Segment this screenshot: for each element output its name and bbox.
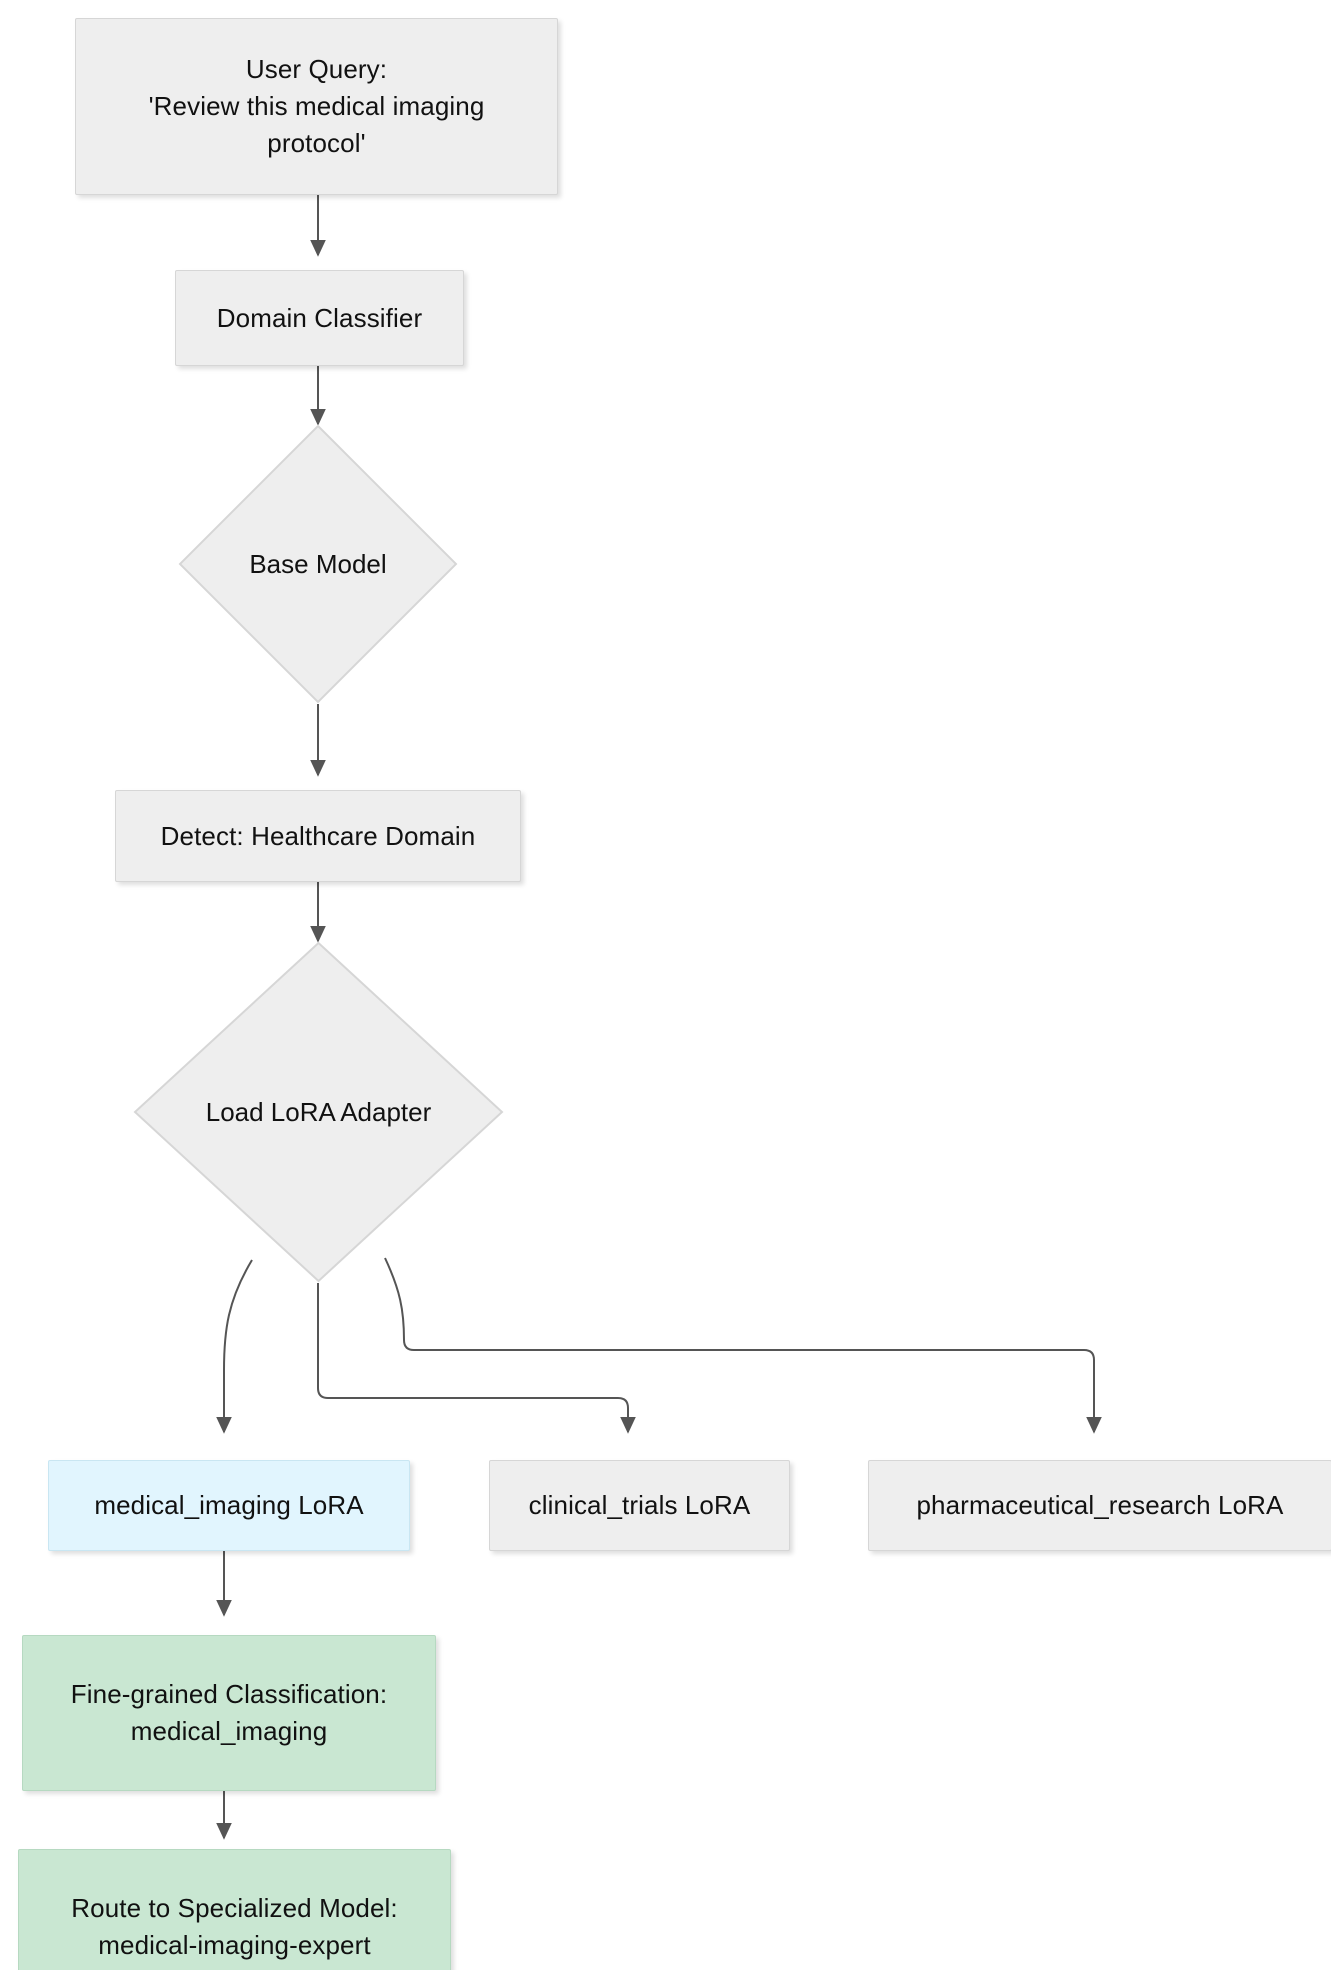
- node-medical-imaging-lora[interactable]: medical_imaging LoRA: [48, 1460, 410, 1551]
- node-pharmaceutical-research-lora[interactable]: pharmaceutical_research LoRA: [868, 1460, 1331, 1551]
- node-domain-classifier[interactable]: Domain Classifier: [175, 270, 464, 366]
- edge-load-lora-adapter-to-pharmaceutical-research-lora: [384, 1257, 1102, 1434]
- node-route-to-specialized-model[interactable]: Route to Specialized Model: medical-imag…: [18, 1849, 451, 1970]
- load-lora-adapter-diamond-shape: [133, 941, 504, 1283]
- node-fine-grained-classification[interactable]: Fine-grained Classification: medical_ima…: [22, 1635, 436, 1791]
- node-user-query[interactable]: User Query: 'Review this medical imaging…: [75, 18, 558, 195]
- node-load-lora-adapter[interactable]: Load LoRA Adapter: [133, 941, 504, 1283]
- edge-load-lora-adapter-to-clinical-trials-lora: [317, 1283, 636, 1434]
- node-load-lora-adapter-label: Load LoRA Adapter: [205, 1096, 432, 1127]
- node-clinical-trials-lora[interactable]: clinical_trials LoRA: [489, 1460, 790, 1551]
- node-detect-healthcare-domain[interactable]: Detect: Healthcare Domain: [115, 790, 521, 882]
- base-model-diamond-shape: [178, 424, 458, 704]
- node-base-model[interactable]: Base Model: [178, 424, 458, 704]
- edge-load-lora-adapter-to-medical-imaging-lora: [216, 1259, 253, 1434]
- node-base-model-label: Base Model: [249, 548, 387, 579]
